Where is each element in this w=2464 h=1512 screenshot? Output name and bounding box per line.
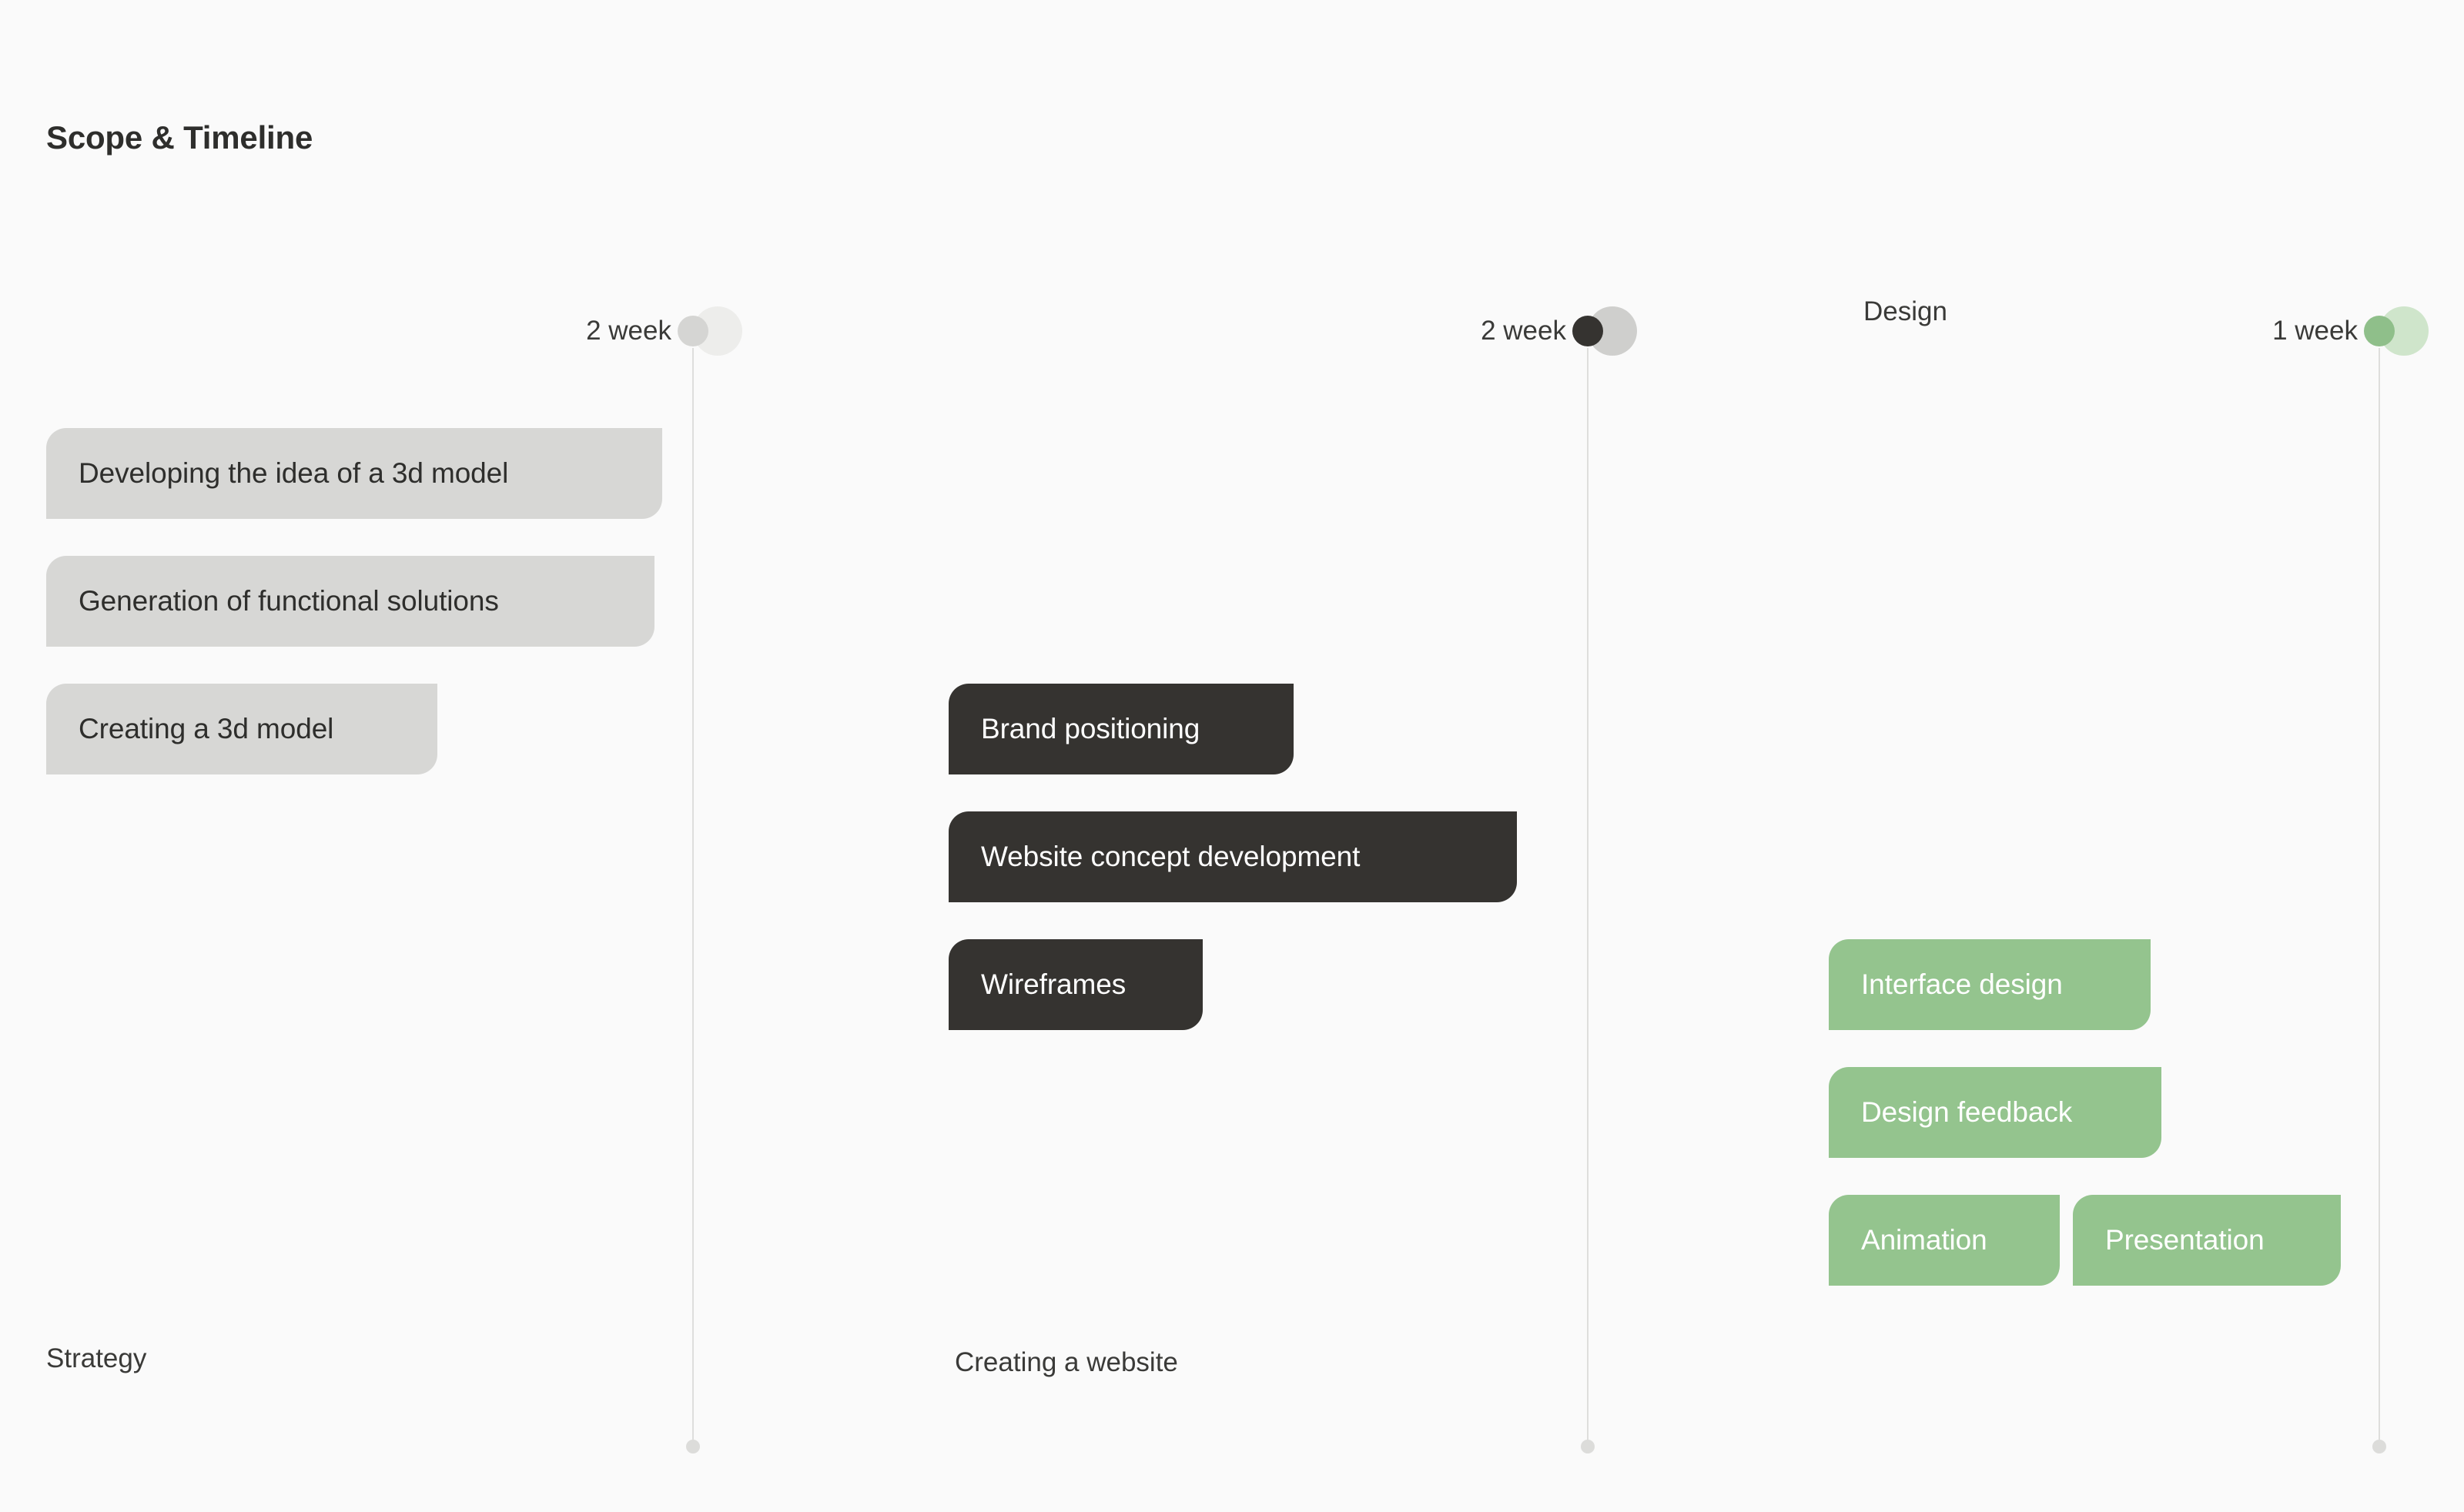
task-card-label: Presentation bbox=[2105, 1224, 2265, 1256]
timeline-end-dot-icon bbox=[686, 1440, 700, 1453]
task-card[interactable]: Website concept development bbox=[949, 811, 1517, 902]
task-card-label: Design feedback bbox=[1861, 1096, 2073, 1128]
task-card[interactable]: Interface design bbox=[1829, 939, 2151, 1030]
task-card[interactable]: Brand positioning bbox=[949, 684, 1294, 774]
task-card-label: Interface design bbox=[1861, 968, 2063, 1000]
timeline-line bbox=[1587, 348, 1589, 1450]
task-card[interactable]: Design feedback bbox=[1829, 1067, 2161, 1158]
task-card[interactable]: Animation bbox=[1829, 1195, 2060, 1286]
task-card[interactable]: Presentation bbox=[2073, 1195, 2341, 1286]
task-card-label: Animation bbox=[1861, 1224, 1987, 1256]
page-title: Scope & Timeline bbox=[46, 119, 313, 156]
task-card-label: Wireframes bbox=[981, 968, 1127, 1000]
task-card[interactable]: Generation of functional solutions bbox=[46, 556, 654, 647]
duration-label-design: 1 week bbox=[2272, 316, 2358, 346]
timeline-line bbox=[2379, 348, 2380, 1450]
timeline-end-dot-icon bbox=[1581, 1440, 1595, 1453]
task-card[interactable]: Developing the idea of a 3d model bbox=[46, 428, 662, 519]
milestone-dot-icon[interactable] bbox=[678, 316, 708, 346]
duration-label-strategy: 2 week bbox=[586, 316, 671, 346]
task-card[interactable]: Creating a 3d model bbox=[46, 684, 437, 774]
phase-label-creating-a-website: Creating a website bbox=[955, 1347, 1178, 1377]
milestone-dot-icon[interactable] bbox=[2364, 316, 2395, 346]
task-card-label: Developing the idea of a 3d model bbox=[79, 457, 509, 489]
timeline-end-dot-icon bbox=[2372, 1440, 2386, 1453]
task-card-label: Brand positioning bbox=[981, 713, 1200, 744]
phase-label-design: Design bbox=[1863, 296, 1947, 326]
phase-label-strategy: Strategy bbox=[46, 1343, 147, 1373]
duration-label-creating-a-website: 2 week bbox=[1481, 316, 1566, 346]
task-card-label: Generation of functional solutions bbox=[79, 585, 499, 617]
task-card[interactable]: Wireframes bbox=[949, 939, 1203, 1030]
timeline-line bbox=[692, 348, 694, 1450]
milestone-dot-icon[interactable] bbox=[1572, 316, 1603, 346]
task-card-label: Website concept development bbox=[981, 841, 1361, 872]
task-card-label: Creating a 3d model bbox=[79, 713, 334, 744]
